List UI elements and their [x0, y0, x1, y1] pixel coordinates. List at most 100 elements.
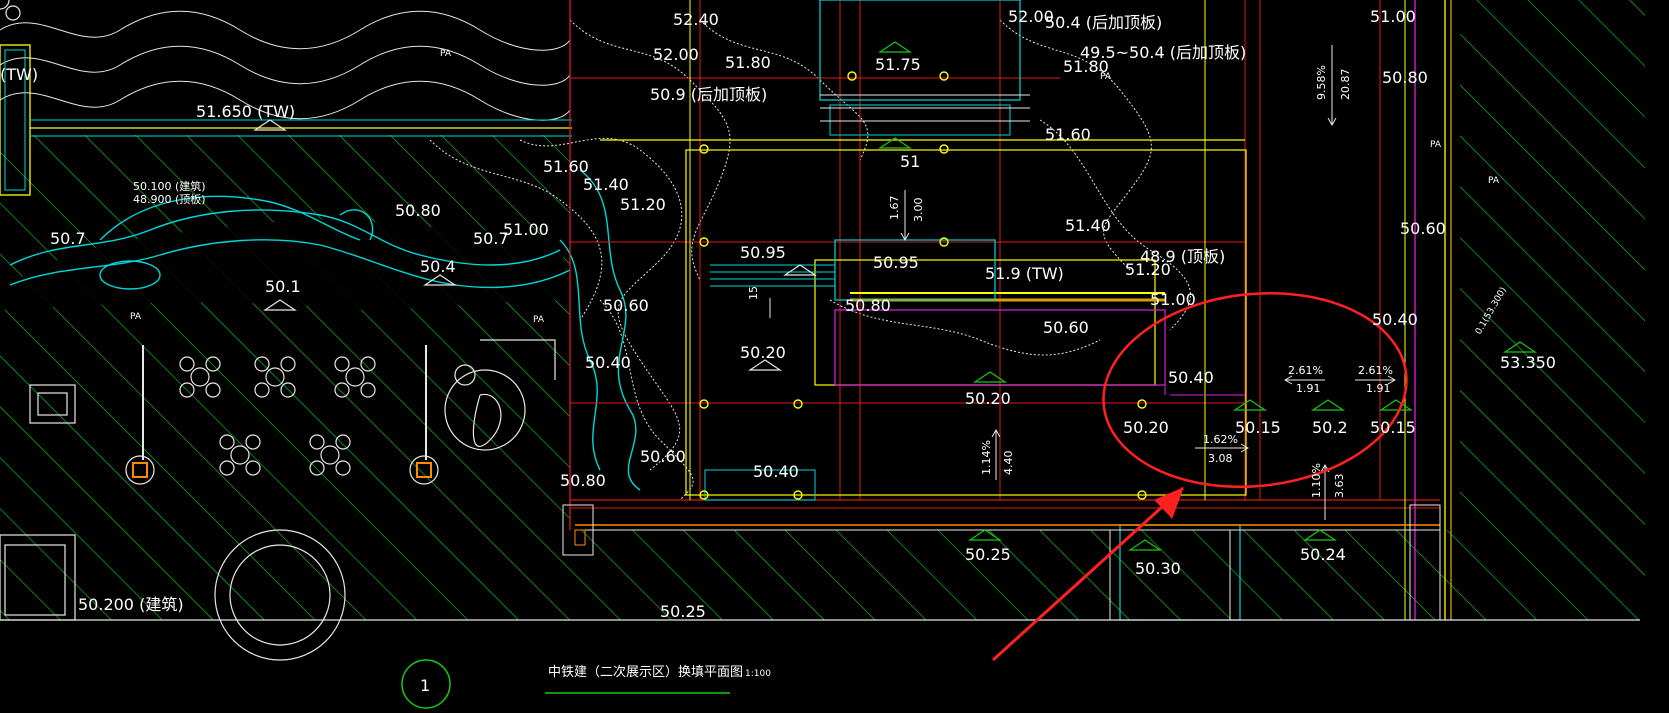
- label-pa: PA: [1488, 176, 1500, 186]
- label-51-9-tw: 51.9 (TW): [985, 264, 1064, 283]
- slope-pct: 1.62%: [1203, 433, 1238, 446]
- label-50-15: 50.15: [1235, 418, 1281, 437]
- water-feature: [9, 169, 641, 491]
- markup-annotation: [991, 291, 1408, 662]
- label-50-24: 50.24: [1300, 545, 1346, 564]
- slope-len: 4.40: [1002, 451, 1015, 476]
- building-outline-left: [0, 44, 572, 196]
- hatch-region-right: [1460, 0, 1645, 620]
- label-50-95: 50.95: [740, 243, 786, 262]
- label-pa: PA: [440, 49, 452, 59]
- table-set-group: [0, 0, 556, 661]
- label-51-60: 51.60: [543, 157, 589, 176]
- drawing-scale: 1:100: [745, 669, 771, 679]
- slope-labels: 9.58% 20.87 1.67 3.00 2.61% 1.91 2.61% 1…: [888, 65, 1393, 498]
- label-50-80: 50.80: [395, 201, 441, 220]
- label-50-60: 50.60: [1400, 219, 1446, 238]
- label-52-00: 52.00: [1008, 7, 1054, 26]
- label-51-60: 51.60: [1045, 125, 1091, 144]
- label-50-2: 50.2: [1312, 418, 1348, 437]
- slope-arrows: [769, 45, 1397, 520]
- wave-area-mask: [0, 0, 570, 135]
- label-50-20: 50.20: [1123, 418, 1169, 437]
- label-51-20: 51.20: [1125, 260, 1171, 279]
- label-n15: 15: [747, 286, 760, 300]
- label-48-9-slab: 48.9 (顶板): [1140, 247, 1225, 266]
- slope-len: 1.91: [1296, 382, 1321, 395]
- label-50-80: 50.80: [560, 471, 606, 490]
- markup-circle: [1102, 291, 1408, 489]
- label-50-x: 50.40: [1372, 310, 1418, 329]
- label-51-20: 51.20: [620, 195, 666, 214]
- label-50-40: 50.40: [585, 353, 631, 372]
- label-51-00: 51.00: [503, 220, 549, 239]
- label-50-60: 50.60: [603, 296, 649, 315]
- label-50-60: 50.60: [640, 447, 686, 466]
- slope-pct: 2.61%: [1358, 364, 1393, 377]
- label-49-5-slab: 49.5~50.4 (后加顶板): [1080, 43, 1246, 62]
- label-pa: PA: [1430, 140, 1442, 150]
- label-50-15: 50.15: [1370, 418, 1416, 437]
- slope-pct: 1.14%: [980, 440, 993, 475]
- slope-len: 20.87: [1339, 69, 1352, 101]
- label-pa: PA: [533, 315, 545, 325]
- slope-len: 3.00: [912, 198, 925, 223]
- label-50-20: 50.20: [965, 389, 1011, 408]
- wave-lines: [0, 10, 571, 121]
- label-51-75: 51.75: [875, 55, 921, 74]
- slope-pct: 1.10%: [1310, 463, 1323, 498]
- label-50-25: 50.25: [965, 545, 1011, 564]
- sheet-number-circle: [401, 659, 451, 709]
- label-48-900: 48.900 (顶板): [133, 192, 206, 206]
- label-51-80: 51.80: [725, 53, 771, 72]
- label-50-80: 50.80: [845, 296, 891, 315]
- slope-len: 3.08: [1208, 452, 1233, 465]
- slope-pct: 1.67: [888, 196, 901, 221]
- label-53-350: 53.350: [1500, 353, 1556, 372]
- stair-left: [562, 504, 594, 556]
- plaza-layout: [0, 0, 1640, 621]
- label-tw-left: (TW): [0, 65, 38, 84]
- sheet-number: 1: [420, 676, 430, 695]
- label-51-00: 51.00: [1370, 7, 1416, 26]
- label-50-7: 50.7: [473, 229, 509, 248]
- label-50-4: 50.4: [420, 257, 456, 276]
- label-50-7: 50.7: [50, 229, 86, 248]
- label-50-80: 50.80: [1382, 68, 1428, 87]
- markup-arrow: [991, 486, 1185, 662]
- label-52-40: 52.40: [673, 10, 719, 29]
- elevation-markers: [253, 41, 1537, 551]
- slope-pct: 9.58%: [1315, 65, 1328, 100]
- label-52-00: 52.00: [653, 45, 699, 64]
- elevation-labels: (TW) 51.650 (TW) PA 52.40 52.00 51.80 50…: [0, 7, 1556, 621]
- label-50-40: 50.40: [1168, 368, 1214, 387]
- label-51: 51: [900, 152, 920, 171]
- label-50-30: 50.30: [1135, 559, 1181, 578]
- slope-pct: 2.61%: [1288, 364, 1323, 377]
- label-pa: PA: [130, 312, 142, 322]
- slope-len: 1.91: [1366, 382, 1391, 395]
- label-51-00: 51.00: [1150, 290, 1196, 309]
- label-50-100: 50.100 (建筑): [133, 179, 206, 193]
- label-50-25: 50.25: [660, 602, 706, 621]
- label-pa: PA: [1100, 72, 1112, 82]
- label-50-200: 50.200 (建筑): [78, 595, 184, 614]
- label-51-80: 51.80: [1063, 57, 1109, 76]
- label-50-20: 50.20: [740, 343, 786, 362]
- label-50-9: 50.9 (后加顶板): [650, 85, 767, 104]
- label-50-4-slab: 50.4 (后加顶板): [1045, 13, 1162, 32]
- stair-right: [1109, 504, 1441, 621]
- drawing-title: 中铁建（二次展示区）换填平面图: [548, 664, 743, 680]
- label-50-1: 50.1: [265, 277, 301, 296]
- title-block: 1 中铁建（二次展示区）换填平面图 1:100: [401, 659, 771, 709]
- label-50-95: 50.95: [873, 253, 919, 272]
- slope-len: 3.63: [1333, 474, 1346, 499]
- label-51-40: 51.40: [1065, 216, 1111, 235]
- label-51650-tw: 51.650 (TW): [196, 102, 295, 121]
- node-markers: [699, 71, 1147, 500]
- label-50-60: 50.60: [1043, 318, 1089, 337]
- hatch-region-bottom: [570, 530, 1460, 620]
- label-51-40: 51.40: [583, 175, 629, 194]
- label-50-40: 50.40: [753, 462, 799, 481]
